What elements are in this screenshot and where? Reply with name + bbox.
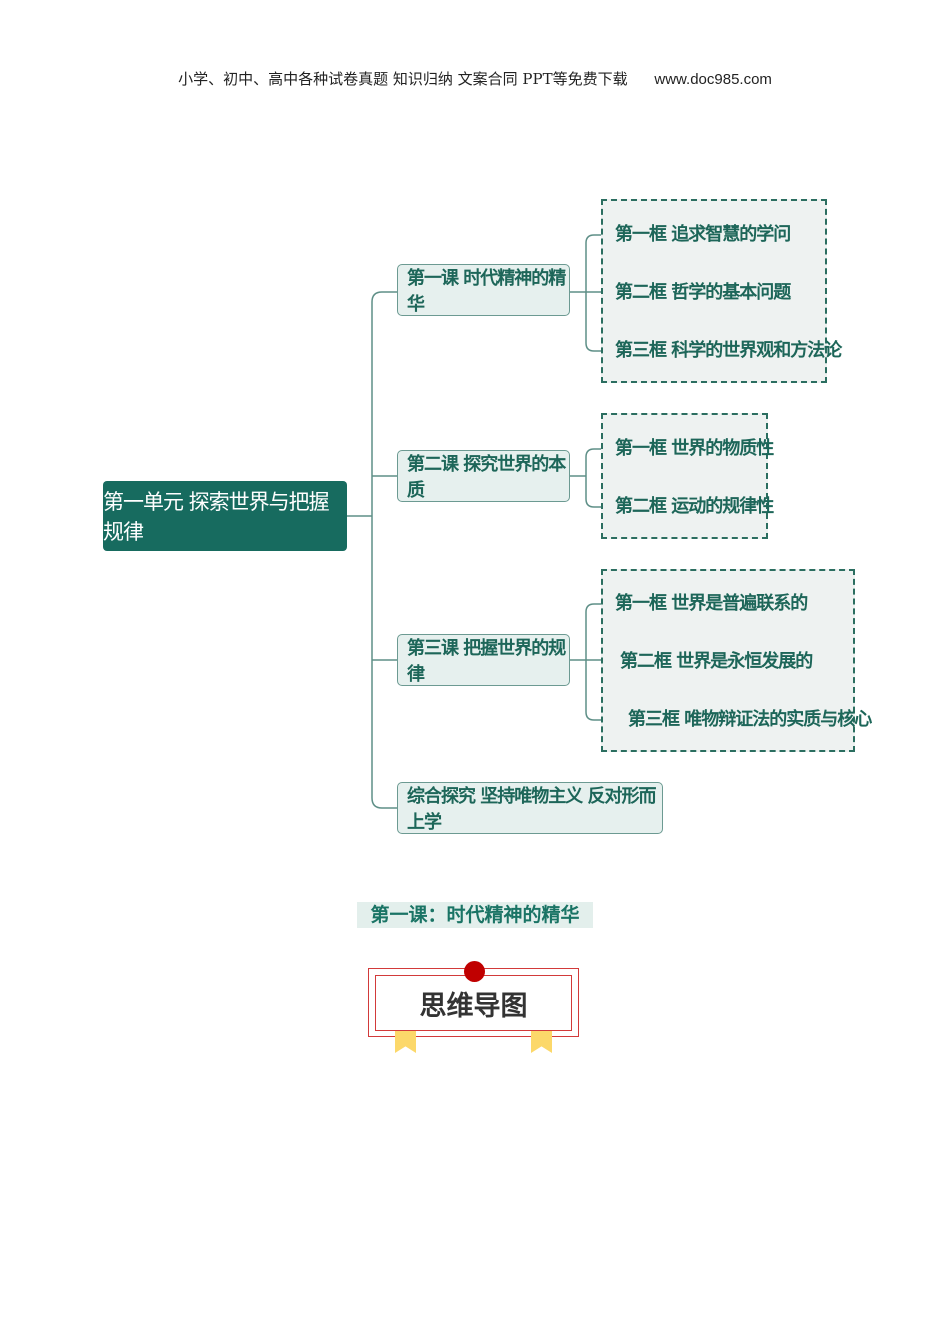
lesson-3-group (601, 569, 855, 752)
lesson-2-item-1: 第一框 世界的物质性 (615, 438, 774, 459)
section-title: 第一课：时代精神的精华 (357, 902, 593, 928)
lesson-1-item-2: 第二框 哲学的基本问题 (615, 282, 791, 303)
lesson-2-item-2: 第二框 运动的规律性 (615, 496, 774, 517)
lesson-node-3: 第三课 把握世界的规律 (397, 634, 570, 686)
lesson-node-1: 第一课 时代精神的精华 (397, 264, 570, 316)
lesson-3-item-2: 第二框 世界是永恒发展的 (620, 651, 813, 672)
header-text: 小学、初中、高中各种试卷真题 知识归纳 文案合同 PPT等免费下载 (178, 70, 628, 88)
pin-icon (464, 961, 485, 982)
trunk (371, 291, 397, 809)
lesson-1-item-3: 第三框 科学的世界观和方法论 (615, 340, 842, 361)
ribbon-icon-left (395, 1031, 416, 1053)
lesson-1-item-1: 第一框 追求智慧的学问 (615, 224, 791, 245)
root-node: 第一单元 探索世界与把握规律 (103, 481, 347, 551)
lesson-node-4: 综合探究 坚持唯物主义 反对形而上学 (397, 782, 663, 834)
badge: 思维导图 (375, 975, 572, 1031)
lesson-3-item-1: 第一框 世界是普遍联系的 (615, 593, 808, 614)
lesson-node-2: 第二课 探究世界的本质 (397, 450, 570, 502)
header-url: www.doc985.com (654, 71, 772, 88)
ribbon-icon-right (531, 1031, 552, 1053)
mindmap-connectors (347, 234, 608, 809)
bracket-2 (570, 448, 608, 508)
lesson-2-group (601, 413, 768, 539)
lesson-3-item-3: 第三框 唯物辩证法的实质与核心 (628, 709, 872, 730)
lesson-1-group (601, 199, 827, 383)
lesson-branches (371, 291, 397, 661)
page-header: 小学、初中、高中各种试卷真题 知识归纳 文案合同 PPT等免费下载 www.do… (0, 68, 950, 89)
badge-label: 思维导图 (419, 990, 528, 1022)
